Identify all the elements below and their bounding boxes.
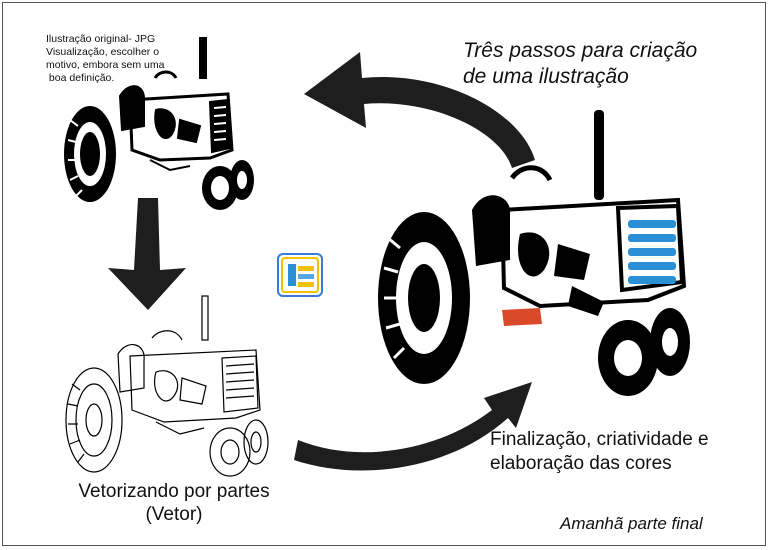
note-vector: Vetorizando por partes (Vetor) (54, 480, 294, 526)
note-final-line: elaboração das cores (490, 453, 672, 474)
tractor-outline-icon (65, 295, 269, 477)
note-original-line: Ilustração original- JPG (46, 33, 156, 45)
tractor-color-icon (378, 110, 690, 396)
note-vector-line: (Vetor) (145, 504, 203, 525)
note-original-line: Visualização, escolher o (46, 46, 160, 58)
diagram-title-line: de uma ilustração (463, 65, 629, 88)
note-vector-line: Vetorizando por partes (78, 481, 270, 502)
tractor-original-icon (64, 37, 254, 210)
note-tomorrow: Amanhã parte final (560, 514, 703, 533)
note-final-line: Finalização, criatividade e (490, 429, 709, 450)
logo-badge-icon (277, 253, 323, 297)
note-original-line: boa definição. (46, 72, 115, 84)
note-original-line: motivo, embora sem uma (46, 59, 165, 71)
note-final: Finalização, criatividade e elaboração d… (490, 428, 760, 476)
diagram-title-line: Três passos para criação (463, 39, 698, 62)
diagram-title: Três passos para criação de uma ilustraç… (463, 38, 763, 90)
note-original: Ilustração original- JPG Visualização, e… (46, 33, 186, 85)
